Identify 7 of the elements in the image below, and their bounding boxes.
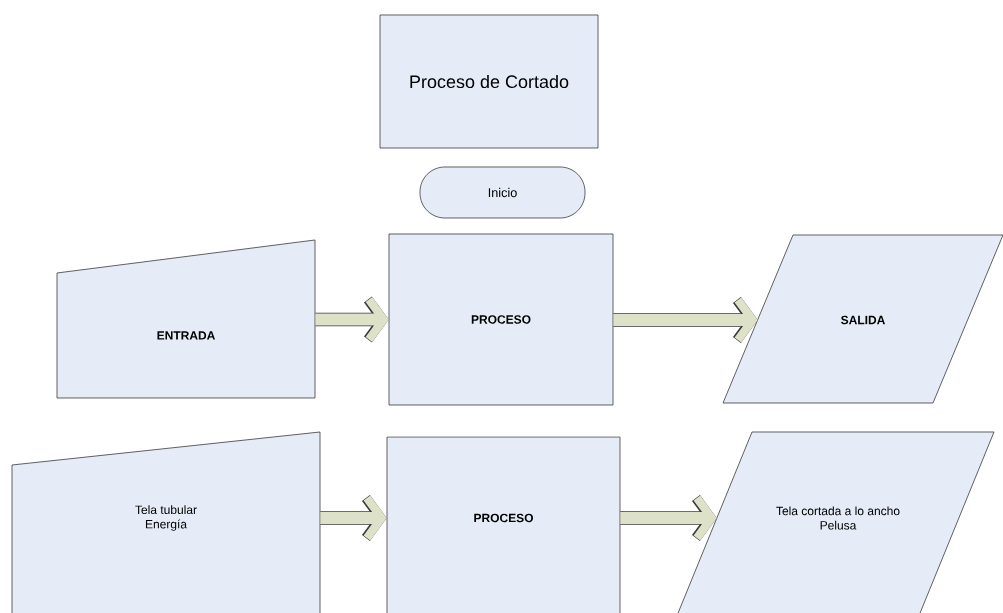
block-arrow [613,297,758,343]
title-box: Proceso de Cortado [379,14,599,149]
block-arrow [620,495,717,541]
process-box: PROCESO [388,233,614,406]
data-parallelogram: Tela cortada a lo ancho Pelusa [664,431,995,613]
process-box: PROCESO [386,436,621,613]
data-parallelogram: SALIDA [722,234,1003,404]
